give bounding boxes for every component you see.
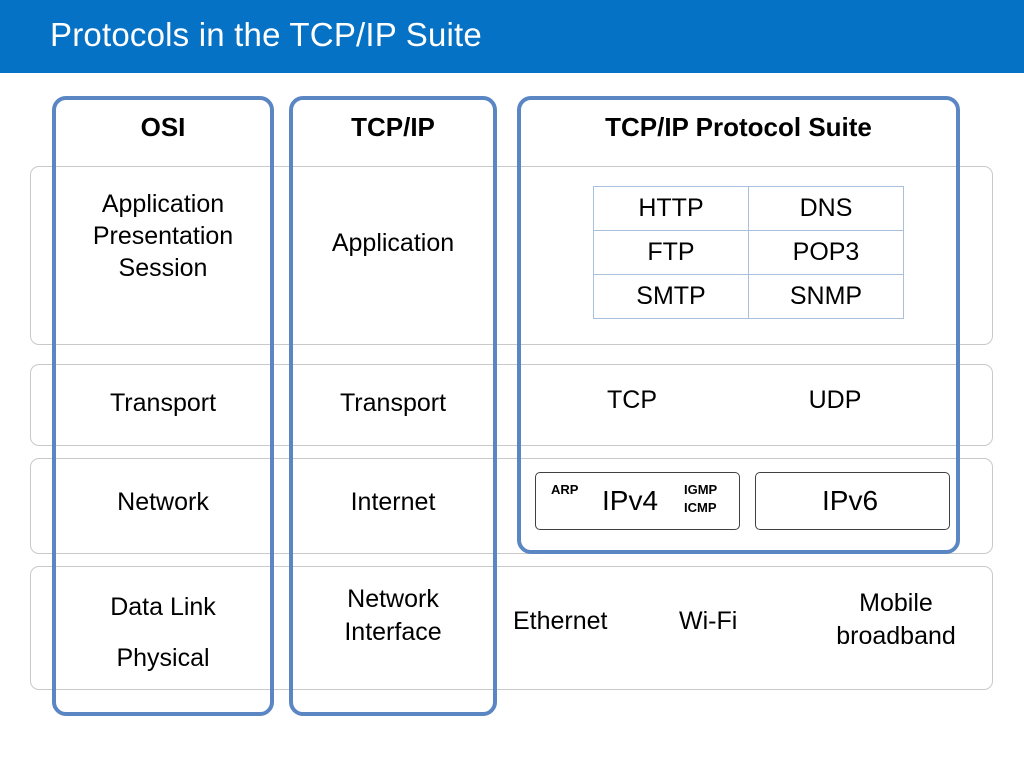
ipv4-box [535,472,740,530]
layer-band-application [30,166,993,345]
tcpip-layer-network-interface: Network Interface [344,585,442,646]
layer-band-datalink [30,566,993,690]
protocol-cell: FTP [593,230,749,275]
protocol-cell: SMTP [593,274,749,319]
osi-layer-transport: Transport [109,389,217,417]
ipv6-label: IPv6 [822,485,879,516]
network-protocol-mobile-broadband: Mobile broadband [836,589,956,650]
tcpip-layer-internet: Internet [350,488,436,516]
title-bar: Protocols in the TCP/IP Suite [0,0,1024,73]
transport-protocol-udp: UDP [808,386,862,414]
tcpip-column-header: TCP/IP [351,112,435,142]
layer-band-transport [30,364,993,446]
osi-layer-application: Application Presentation Session [92,190,234,282]
osi-layer-network: Network [117,488,209,516]
suite-column-header: TCP/IP Protocol Suite [605,112,872,142]
application-protocol-table: HTTP DNS FTP POP3 SMTP SNMP [593,186,904,319]
tcpip-layer-application: Application [331,229,455,257]
protocol-cell: POP3 [748,230,904,275]
transport-protocol-tcp: TCP [607,386,657,414]
table-row: SMTP SNMP [593,274,904,319]
tcpip-column-outline [289,96,497,716]
protocol-cell: SNMP [748,274,904,319]
network-protocol-ethernet: Ethernet [513,607,608,635]
ipv4-label: IPv4 [602,485,659,516]
page-title: Protocols in the TCP/IP Suite [50,16,482,53]
osi-column-header: OSI [140,112,186,142]
table-row: HTTP DNS [593,186,904,231]
network-protocol-wifi: Wi-Fi [679,607,738,635]
protocol-cell: HTTP [593,186,749,231]
suite-column-outline [517,96,960,554]
layer-band-network [30,458,993,554]
tcpip-layer-transport: Transport [339,389,447,417]
table-row: FTP POP3 [593,230,904,275]
arp-badge: ARP [551,482,579,497]
protocol-cell: DNS [748,186,904,231]
ipv6-box [755,472,950,530]
osi-layer-datalink-physical: Data Link Physical [110,593,216,673]
igmp-icmp-badge: IGMP ICMP [684,482,718,515]
osi-column-outline [52,96,274,716]
